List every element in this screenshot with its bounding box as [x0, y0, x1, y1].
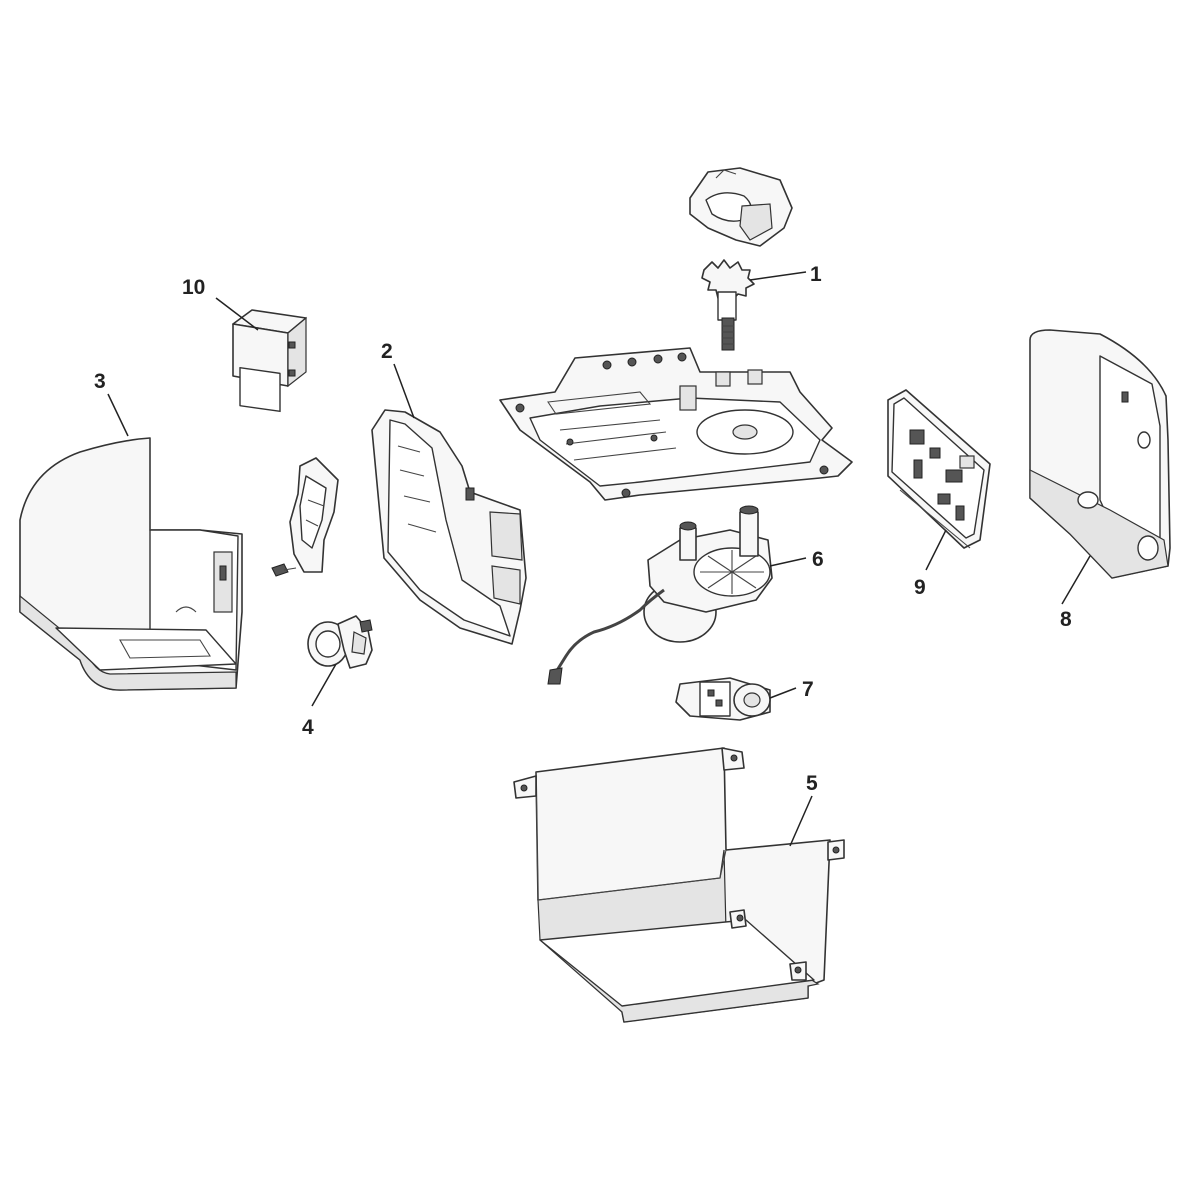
callout-5: 5 [806, 772, 818, 795]
leader-10 [215, 297, 259, 331]
bottom-cover [513, 747, 845, 1023]
leader-7 [769, 687, 797, 699]
leader-1 [749, 271, 807, 281]
sprocket-cover [689, 167, 793, 247]
leader-3 [107, 393, 129, 437]
callout-10: 10 [182, 276, 205, 299]
leader-2 [393, 363, 415, 419]
leader-9 [925, 529, 947, 571]
callout-labels: 1 2 3 4 5 6 7 8 9 10 [94, 263, 1072, 795]
light-socket [307, 615, 373, 669]
capacitor [232, 309, 307, 413]
wiring-harness-bracket [371, 409, 527, 645]
callout-3: 3 [94, 370, 106, 393]
light-cover [19, 437, 243, 691]
leader-lines [107, 271, 1091, 847]
callout-7: 7 [802, 678, 814, 701]
sprocket [701, 259, 755, 351]
logic-board [887, 389, 991, 549]
callout-1: 1 [810, 263, 822, 286]
callout-4: 4 [302, 716, 314, 739]
motor [547, 505, 773, 685]
travel-module [675, 677, 771, 721]
callout-9: 9 [914, 576, 926, 599]
leader-4 [311, 663, 337, 707]
end-panel [1029, 329, 1171, 579]
leader-6 [769, 557, 807, 567]
screw [271, 563, 297, 577]
callout-8: 8 [1060, 608, 1072, 631]
light-lens-bracket [289, 457, 339, 573]
leader-8 [1061, 555, 1091, 605]
chassis-plate [499, 347, 853, 501]
callout-2: 2 [381, 340, 393, 363]
leader-5 [789, 795, 813, 847]
callout-6: 6 [812, 548, 824, 571]
